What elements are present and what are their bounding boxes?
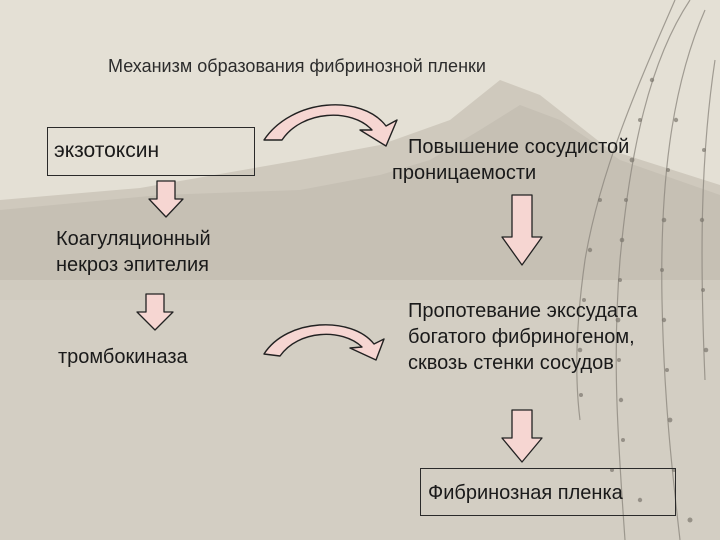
curved-arrow-top <box>263 104 398 147</box>
down-arrow-necrosis <box>136 293 174 331</box>
exotoxin-label: экзотоксин <box>54 139 160 162</box>
slide-title: Механизм образования фибринозной пленки <box>108 56 486 76</box>
exudation-label: Пропотевание экссудата богатого фибриног… <box>408 300 638 374</box>
willow-leaves <box>577 77 709 523</box>
fibrinous-film-box <box>420 468 676 516</box>
exotoxin-box <box>47 127 255 176</box>
coagulation-necrosis-label: Коагуляционный некроз эпителия <box>56 228 211 276</box>
vascular-permeability-label: Повышение сосудистой проницаемости <box>392 136 630 184</box>
curved-arrow-middle <box>263 324 385 361</box>
down-arrow-exotoxin <box>148 180 184 218</box>
fibrinous-film-label: Фибринозная пленка <box>428 482 623 504</box>
down-arrow-permeability <box>501 194 543 266</box>
thrombokinase-label: тромбокиназа <box>58 346 188 368</box>
down-arrow-exudation <box>501 409 543 463</box>
